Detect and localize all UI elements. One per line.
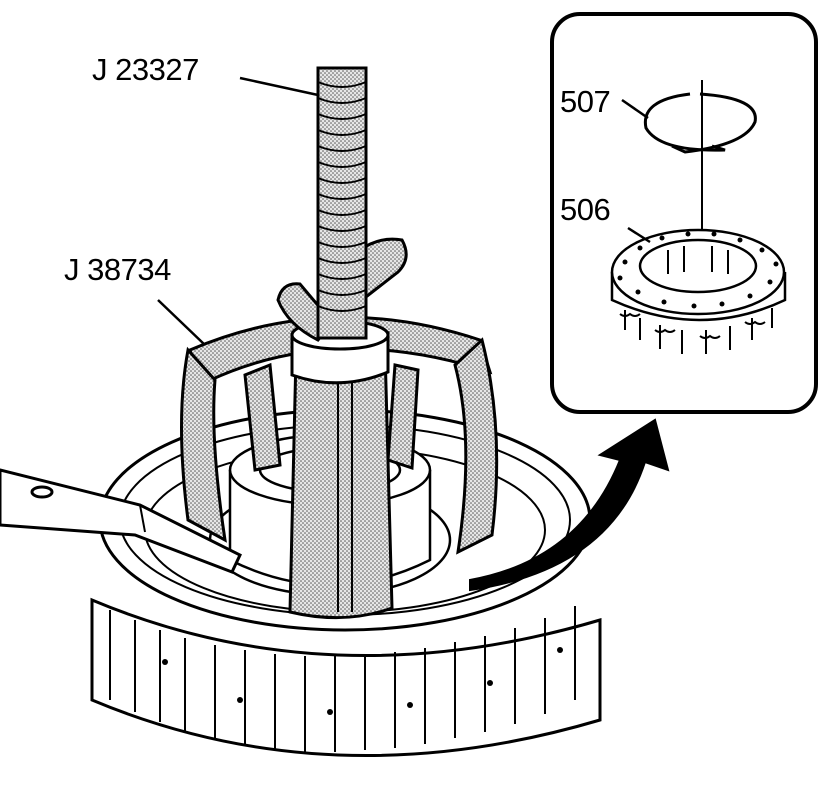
spring-assembly <box>610 228 787 354</box>
leader-j38734 <box>157 299 206 346</box>
leader-506 <box>627 226 651 244</box>
label-j38734: J 38734 <box>64 252 171 287</box>
threaded-rod <box>316 66 368 340</box>
removal-arrow <box>469 418 670 592</box>
leader-507 <box>621 98 649 120</box>
leader-j23327 <box>239 76 319 97</box>
snap-ring <box>643 92 757 154</box>
inset-box <box>550 12 818 414</box>
label-j23327: J 23327 <box>92 52 199 87</box>
label-507: 507 <box>560 84 610 119</box>
leader-lines <box>157 76 651 346</box>
puller-tool <box>180 315 499 620</box>
screwdriver <box>0 468 242 574</box>
label-506: 506 <box>560 192 610 227</box>
